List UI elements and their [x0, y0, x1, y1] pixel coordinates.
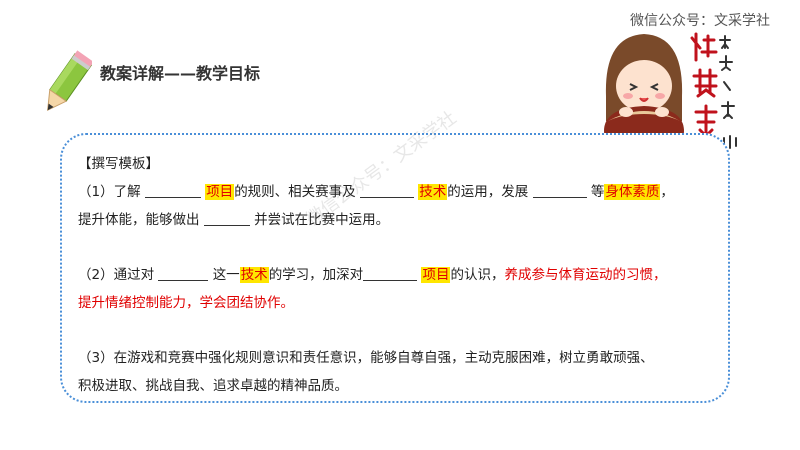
goal-2-text: （2）通过对 — [78, 267, 155, 283]
goal-1-text: 等 — [590, 184, 605, 200]
fill-in-blank — [144, 184, 201, 198]
fill-in-blank — [158, 267, 209, 281]
goal-line-3: （3）在游戏和竞赛中强化规则意识和责任意识，能够自尊自强，主动克服困难，树立勇敢… — [78, 350, 654, 366]
template-heading: 【撰写模板】 — [78, 156, 159, 172]
wechat-account-label: 微信公众号：文采学社 — [630, 13, 770, 29]
fill-in-blank — [359, 184, 414, 198]
goal-2-text: 的认识， — [450, 267, 505, 283]
goal-line-1: （1）了解 项目的规则、相关赛事及 技术的运用，发展 等身体素质， — [78, 180, 674, 200]
keyword-highlight: 项目 — [421, 267, 451, 283]
keyword-highlight: 技术 — [239, 267, 269, 283]
keyword-highlight: 技术 — [418, 184, 448, 200]
goal-1-text: 的规则、相关赛事及 — [234, 184, 356, 200]
goal-2-text: 这一 — [212, 267, 240, 283]
goal-1-text: ， — [660, 184, 674, 200]
template-card — [60, 133, 730, 403]
fill-in-blank — [363, 267, 418, 281]
keyword-highlight: 项目 — [205, 184, 235, 200]
goal-2-text: 的学习，加深对 — [268, 267, 364, 283]
goal-line-1-cont: 提升体能，能够做出 并尝试在比赛中运用。 — [78, 208, 389, 228]
pencil-icon — [47, 50, 92, 112]
goal-1-text: 并尝试在比赛中运用。 — [254, 212, 390, 228]
keyword-highlight: 身体素质 — [604, 184, 661, 200]
goal-line-2-cont: 提升情绪控制能力，学会团结协作。 — [78, 295, 294, 311]
page-title: 教案详解——教学目标 — [100, 64, 261, 83]
goal-2-red-text: 养成参与体育运动的习惯， — [504, 267, 667, 283]
fill-in-blank — [203, 212, 250, 226]
goal-1-text: 提升体能，能够做出 — [78, 212, 200, 228]
goal-line-3-cont: 积极进取、挑战自我、追求卓越的精神品质。 — [78, 378, 348, 394]
goal-1-text: （1）了解 — [78, 184, 141, 200]
fill-in-blank — [532, 184, 587, 198]
goal-line-2: （2）通过对 这一技术的学习，加深对 项目的认识，养成参与体育运动的习惯， — [78, 263, 666, 283]
goal-1-text: 的运用，发展 — [447, 184, 529, 200]
